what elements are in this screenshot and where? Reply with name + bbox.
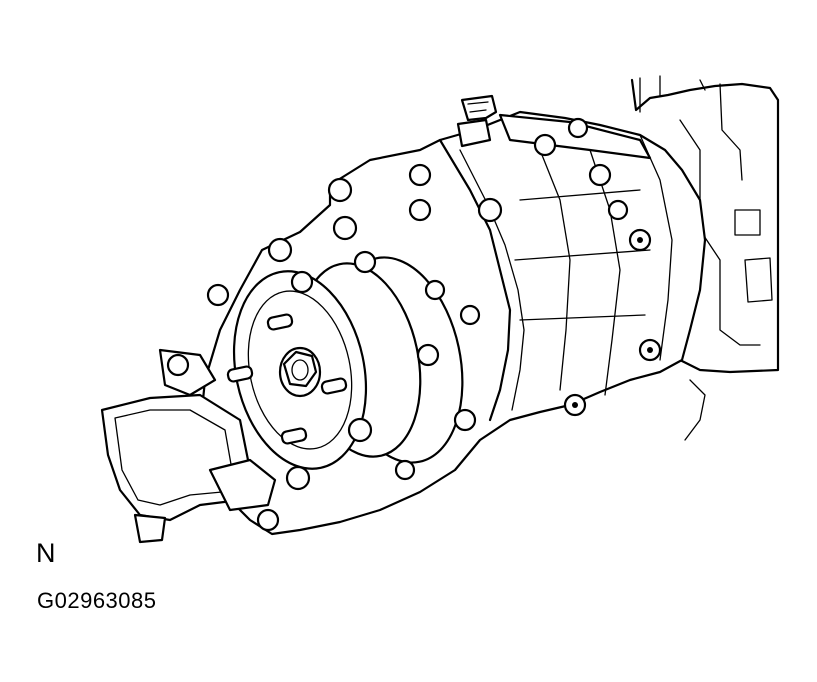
case-bolts: [166, 117, 662, 532]
figure-code: G02963085: [37, 588, 157, 613]
view-label: N: [36, 538, 56, 568]
transmission-housing: [630, 75, 780, 441]
output-flange: [226, 256, 464, 470]
